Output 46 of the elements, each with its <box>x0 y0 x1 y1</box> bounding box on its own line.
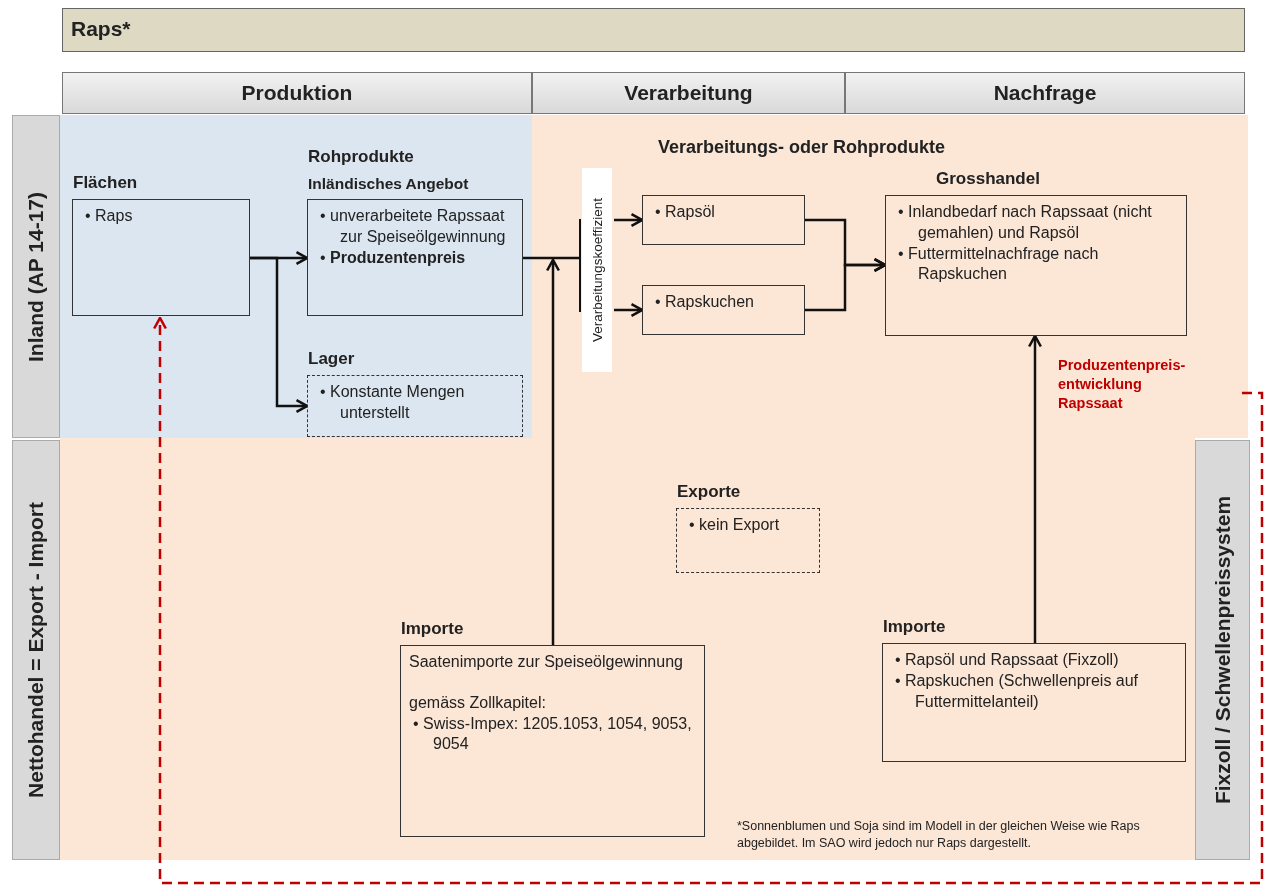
list-item: • Swiss-Impex: 1205.1053, 1054, 9053, 9054 <box>412 713 693 755</box>
box-heading: Rohprodukte <box>308 145 415 168</box>
box-heading: Importe <box>401 617 464 640</box>
row-band <box>12 440 60 860</box>
arrow <box>614 302 644 318</box>
footnote: *Sonnenblumen und Soja sind im Modell in der gleichen Weise wie Raps abgebildet. Im SAO wird jedoch nur Raps dargestellt. <box>737 818 1141 852</box>
list-item: • Konstante Mengen unterstellt <box>319 382 466 423</box>
box-heading: Lager <box>308 347 355 370</box>
column-header: Produktion <box>62 72 532 114</box>
box-subheading: Inländisches Angebot <box>308 173 469 194</box>
process-box <box>642 195 805 245</box>
arrow <box>545 258 561 645</box>
column-header: Nachfrage <box>845 72 1245 114</box>
arrow <box>614 212 644 228</box>
list-item: • Futtermittelnachfrage nach Rapskuchen <box>897 243 1100 285</box>
row-band <box>1195 440 1250 860</box>
band-label: Inland (AP 14-17) <box>24 191 48 362</box>
section-heading: Verarbeitungs- oder Rohprodukte <box>658 137 946 158</box>
list-item: • Produzentenpreis <box>319 247 467 268</box>
arrow <box>805 257 887 312</box>
column-header: Verarbeitung <box>532 72 845 114</box>
box-heading: Grosshandel <box>936 167 1040 190</box>
body-text: Saatenimporte zur Speiseölgewinnung <box>409 652 684 672</box>
list-item: • unverarbeitete Rapssaat zur Speiseölgewinnung <box>319 206 507 247</box>
annotation-text: Produzentenpreis- entwicklung Rapssaat <box>1058 356 1198 436</box>
arrow <box>1027 334 1043 643</box>
list-item: • kein Export <box>688 515 781 535</box>
list-item: • Rapskuchen (Schwellenpreis auf Futtermittelanteil) <box>894 670 1140 712</box>
box-heading: Exporte <box>677 480 741 503</box>
list-item: • Raps <box>84 206 134 226</box>
dashed-arrow <box>152 316 1264 885</box>
title-bar: Raps* <box>62 8 1245 52</box>
row-band <box>12 115 60 438</box>
body-text: gemäss Zollkapitel: <box>409 692 547 713</box>
list-item: • Inlandbedarf nach Rapssaat (nicht gemahlen) und Rapsöl <box>897 202 1153 243</box>
list-item: • Rapskuchen <box>654 292 755 312</box>
list-item: • Rapsöl <box>654 202 716 222</box>
band-label: Fixzoll / Schwellenpreissystem <box>1210 495 1235 805</box>
arrow <box>250 256 309 414</box>
label-box <box>582 168 612 372</box>
box-heading: Flächen <box>73 171 138 194</box>
box-heading: Importe <box>883 615 946 638</box>
list-item: • Rapsöl und Rapssaat (Fixzoll) <box>894 650 1120 670</box>
band-label: Nettohandel = Export - Import <box>24 502 48 798</box>
process-box <box>642 285 805 335</box>
coefficient-label: Verarbeitungskoeffizient <box>589 198 605 342</box>
